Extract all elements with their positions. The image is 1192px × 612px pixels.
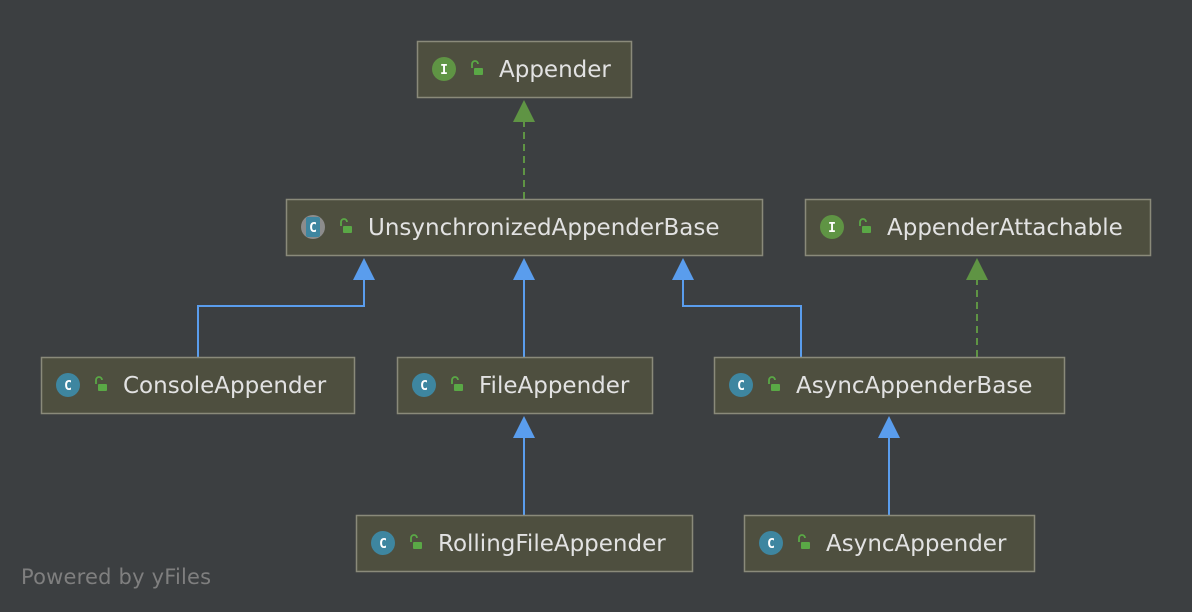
edge-asyncbase-to-unsync xyxy=(672,258,802,357)
node-box xyxy=(355,514,694,573)
badge-letter: I xyxy=(828,221,836,236)
node-unsync[interactable]: C UnsynchronizedAppenderBase xyxy=(285,198,764,257)
node-box xyxy=(396,356,654,415)
powered-by-footer: Powered by yFiles xyxy=(21,565,212,589)
lock-icon xyxy=(798,534,810,549)
arrowhead xyxy=(513,416,535,438)
extends-line xyxy=(197,280,365,357)
arrowhead xyxy=(966,258,988,280)
node-label: RollingFileAppender xyxy=(438,531,666,557)
badge-letter: I xyxy=(440,63,448,78)
lock-icon xyxy=(859,218,871,233)
class-icon: C xyxy=(56,373,80,397)
edge-console-to-unsync xyxy=(197,258,375,357)
node-box xyxy=(40,356,356,415)
node-appender[interactable]: I Appender xyxy=(416,40,633,99)
arrowhead xyxy=(513,100,535,122)
class-icon: C xyxy=(729,373,753,397)
node-attachable[interactable]: I AppenderAttachable xyxy=(804,198,1152,257)
node-label: FileAppender xyxy=(479,373,630,399)
badge-letter: C xyxy=(737,379,745,394)
lock-icon xyxy=(768,376,780,391)
lock-icon xyxy=(95,376,107,391)
interface-icon: I xyxy=(820,215,844,239)
node-label: AppenderAttachable xyxy=(887,215,1123,241)
edge-rolling-to-file xyxy=(513,416,535,515)
edge-asyncbase-to-attachable xyxy=(966,258,988,357)
interface-icon: I xyxy=(432,57,456,81)
arrowhead xyxy=(878,416,900,438)
badge-letter: C xyxy=(309,221,317,236)
lock-icon xyxy=(451,376,463,391)
badge-letter: C xyxy=(64,379,72,394)
node-label: AsyncAppenderBase xyxy=(796,373,1032,399)
arrowhead xyxy=(513,258,535,280)
badge-letter: C xyxy=(767,537,775,552)
node-label: Appender xyxy=(499,57,611,83)
node-console[interactable]: C ConsoleAppender xyxy=(40,356,356,415)
arrowhead xyxy=(672,258,694,280)
lock-icon xyxy=(471,60,483,75)
edge-async-to-asyncbase xyxy=(878,416,900,515)
abstract-class-icon: C xyxy=(301,215,325,239)
node-label: ConsoleAppender xyxy=(123,373,327,399)
diagram-edges xyxy=(197,100,988,515)
badge-letter: C xyxy=(420,379,428,394)
class-icon: C xyxy=(371,531,395,555)
class-icon: C xyxy=(412,373,436,397)
edge-file-to-unsync xyxy=(513,258,535,357)
node-box xyxy=(743,514,1036,573)
node-async[interactable]: C AsyncAppender xyxy=(743,514,1036,573)
lock-icon xyxy=(340,218,352,233)
edge-unsync-to-appender xyxy=(513,100,535,199)
lock-icon xyxy=(410,534,422,549)
class-icon: C xyxy=(759,531,783,555)
badge-letter: C xyxy=(379,537,387,552)
node-label: AsyncAppender xyxy=(826,531,1007,557)
node-file[interactable]: C FileAppender xyxy=(396,356,654,415)
node-rolling[interactable]: C RollingFileAppender xyxy=(355,514,694,573)
arrowhead xyxy=(353,258,375,280)
extends-line xyxy=(682,280,802,357)
node-label: UnsynchronizedAppenderBase xyxy=(368,215,720,241)
node-asyncbase[interactable]: C AsyncAppenderBase xyxy=(713,356,1066,415)
node-box xyxy=(285,198,764,257)
